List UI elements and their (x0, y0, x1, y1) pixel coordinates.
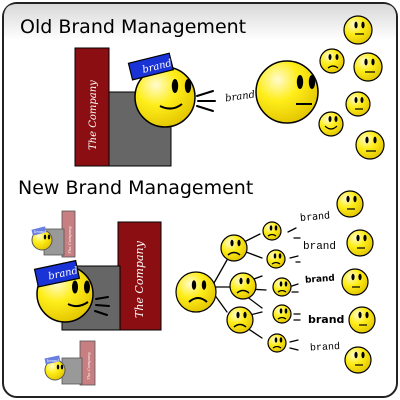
mini-company-top: The Company brand (31, 210, 76, 258)
brand-word: brand (310, 341, 341, 355)
sad-face (262, 221, 282, 241)
audience-face (343, 15, 373, 45)
audience-face (355, 130, 385, 160)
old-section-heading: Old Brand Management (20, 16, 246, 38)
consumer-network (175, 190, 376, 374)
company-building (117, 221, 162, 331)
sad-face (229, 272, 257, 300)
neutral-face (346, 229, 374, 257)
sad-face (272, 277, 292, 297)
mini-hat-label: brand (34, 229, 46, 234)
header-gradient (4, 4, 396, 40)
company-building-label: The Company (133, 240, 146, 318)
neutral-face (348, 306, 376, 334)
neutral-face (336, 190, 364, 218)
mini-company-bottom: The Company brand (44, 340, 96, 386)
mini-hat-label: brand (47, 358, 59, 363)
company-building-label: The Company (88, 80, 99, 150)
brand-word: brand (303, 241, 336, 253)
audience-small-faces (318, 15, 385, 160)
mini-building-label: The Company (86, 351, 91, 380)
spoken-brand-word: brand (225, 89, 256, 104)
brand-hat: brand (127, 52, 175, 81)
neutral-face (341, 268, 369, 296)
brand-word: brand (308, 313, 344, 326)
sad-face (272, 304, 292, 324)
old-manager-face (134, 66, 196, 128)
audience-big-face (255, 60, 319, 124)
brand-words: brand brand brand brand brand (300, 210, 345, 354)
old-brand-section: Old Brand Management The Company brand b… (20, 15, 385, 167)
audience-face (345, 91, 371, 117)
mini-building-label: The Company (67, 225, 72, 254)
new-brand-section: New Brand Management The Company brand T… (18, 177, 376, 386)
sad-face (220, 234, 248, 262)
audience-face (318, 111, 344, 137)
sad-face (267, 333, 287, 353)
brand-hat: brand (33, 259, 81, 288)
neutral-face (344, 346, 372, 374)
brand-word: brand (300, 210, 331, 224)
company-building (74, 47, 110, 167)
new-section-heading: New Brand Management (18, 177, 253, 199)
brand-word: brand (305, 274, 335, 286)
sad-face (226, 306, 254, 334)
sad-face (266, 249, 286, 269)
speech-lines (196, 90, 216, 112)
network-lines (213, 227, 301, 351)
speech-lines (94, 296, 110, 316)
sad-face (175, 271, 217, 313)
audience-face (319, 48, 345, 74)
audience-face (353, 52, 383, 82)
